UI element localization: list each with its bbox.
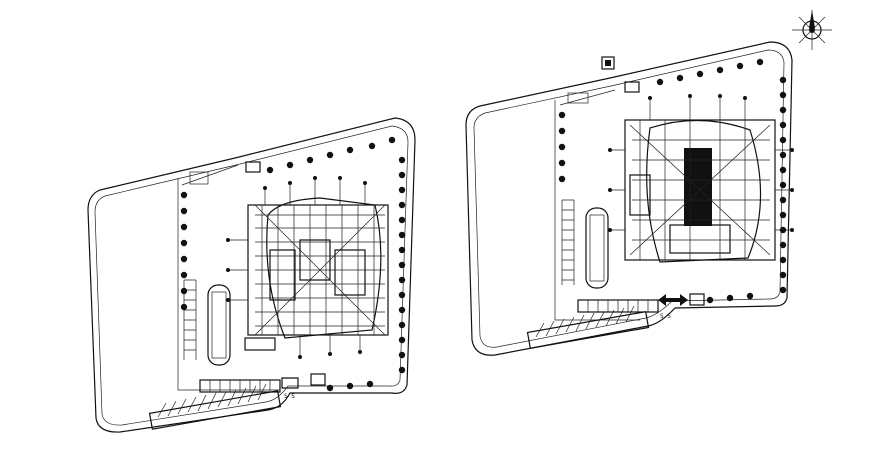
tree-icon <box>656 78 664 86</box>
tree-icon <box>388 136 396 144</box>
site-boundary-right <box>465 41 793 356</box>
tree-icon <box>180 303 188 311</box>
parking-bay-right <box>585 207 609 289</box>
tree-icon <box>779 166 787 174</box>
tree-icon <box>326 151 334 159</box>
tree-icon <box>398 261 406 269</box>
tree-icon <box>736 62 744 70</box>
tree-icon <box>180 223 188 231</box>
tree-icon <box>779 136 787 144</box>
tree-icon <box>398 321 406 329</box>
tree-icon <box>366 380 374 388</box>
tree-icon <box>180 287 188 295</box>
tree-icon <box>746 292 754 300</box>
tree-icon <box>326 384 334 392</box>
tree-icon <box>779 151 787 159</box>
plan-right: S S <box>465 41 794 356</box>
tree-icon <box>779 241 787 249</box>
parking-bay-left <box>207 284 231 366</box>
tree-icon <box>779 211 787 219</box>
tree-icon <box>779 286 787 294</box>
tree-icon <box>266 166 274 174</box>
tree-icon <box>180 255 188 263</box>
tree-icon <box>398 156 406 164</box>
tree-icon <box>180 271 188 279</box>
tree-icon <box>558 111 566 119</box>
trees-right <box>558 58 787 304</box>
tree-icon <box>779 271 787 279</box>
tree-icon <box>779 121 787 129</box>
tree-icon <box>726 294 734 302</box>
tree-icon <box>558 175 566 183</box>
site-boundary-left <box>87 117 416 433</box>
tree-icon <box>398 201 406 209</box>
plan-left: S S <box>87 117 416 433</box>
tree-icon <box>398 291 406 299</box>
tree-icon <box>398 366 406 374</box>
tree-icon <box>696 70 704 78</box>
tree-icon <box>180 239 188 247</box>
tree-icon <box>779 196 787 204</box>
tree-icon <box>180 207 188 215</box>
hatched-strip-left <box>148 383 282 430</box>
marker-box <box>601 56 615 70</box>
tree-icon <box>558 127 566 135</box>
tree-icon <box>716 66 724 74</box>
entry-gate-right <box>624 81 640 93</box>
tree-icon <box>398 186 406 194</box>
tree-icon <box>779 91 787 99</box>
entry-arrow-right <box>658 294 688 306</box>
tree-icon <box>558 143 566 151</box>
entry-gate-left <box>245 161 261 173</box>
tree-icon <box>779 226 787 234</box>
stall-row-left <box>199 379 281 393</box>
tree-icon <box>180 191 188 199</box>
tree-icon <box>346 146 354 154</box>
hatched-strip-right <box>526 305 650 349</box>
tree-icon <box>306 156 314 164</box>
stall-row-right <box>577 299 659 313</box>
building-left <box>226 176 389 359</box>
tree-icon <box>368 142 376 150</box>
tree-icon <box>398 276 406 284</box>
tree-icon <box>558 159 566 167</box>
building-right <box>608 94 794 263</box>
tree-icon <box>398 231 406 239</box>
tree-icon <box>398 306 406 314</box>
tree-icon <box>398 171 406 179</box>
tree-icon <box>398 351 406 359</box>
parking-stalls-right <box>561 199 575 285</box>
core-block-right <box>684 148 712 226</box>
tree-icon <box>286 161 294 169</box>
tree-icon <box>346 382 354 390</box>
tree-icon <box>779 256 787 264</box>
tree-icon <box>779 106 787 114</box>
tree-icon <box>676 74 684 82</box>
tree-icon <box>779 76 787 84</box>
tree-icon <box>398 246 406 254</box>
trees-left <box>180 136 406 392</box>
tree-icon <box>779 181 787 189</box>
section-mark-left: S S <box>284 393 295 400</box>
tree-icon <box>756 58 764 66</box>
tree-icon <box>706 296 714 304</box>
section-mark-right: S S <box>660 313 671 320</box>
tree-icon <box>398 216 406 224</box>
north-arrow-icon <box>792 10 832 50</box>
tree-icon <box>398 336 406 344</box>
